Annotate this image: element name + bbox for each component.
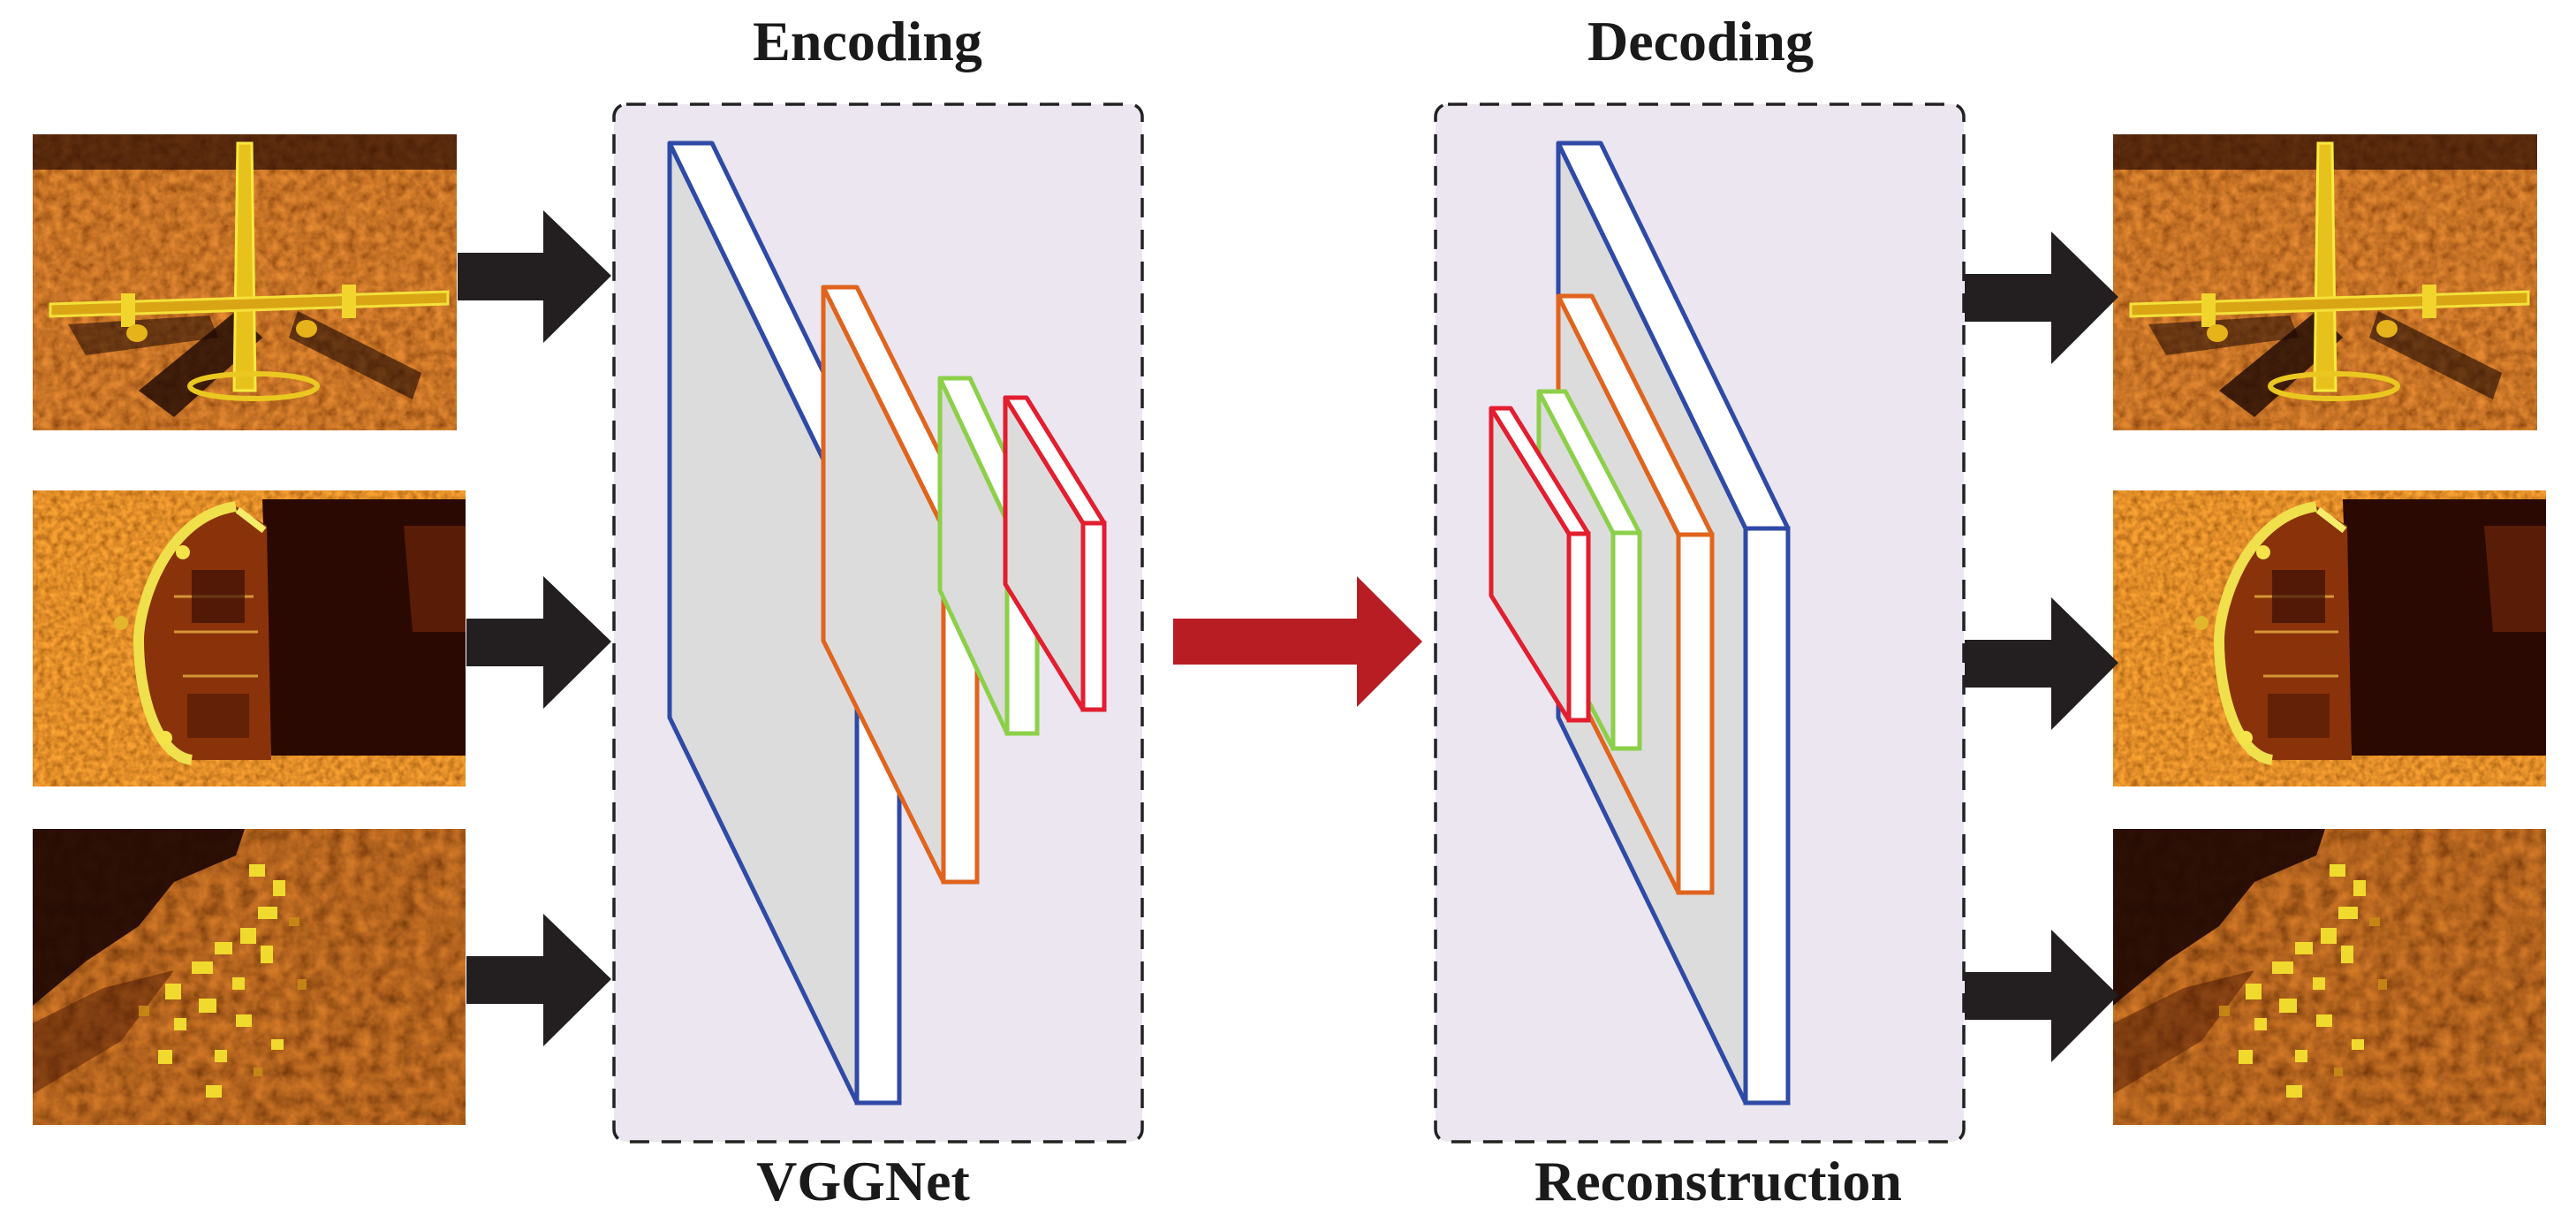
output-image-airplane [2113,134,2537,430]
decoder-layer-green-front [1610,530,1642,751]
decoder-name-label: Reconstruction [1534,1150,1902,1212]
latent-arrow [1173,576,1422,707]
decoder-layer-red [1489,406,1591,723]
encoding-title: Encoding [753,10,982,72]
input-arrow-3 [466,914,611,1046]
encoder-layer-stack [667,141,1107,1106]
encoder-name-label: VGGNet [756,1150,970,1212]
decoder-layer-stack [1489,141,1791,1106]
input-arrow-2 [466,576,611,709]
decoding-title: Decoding [1587,10,1814,72]
input-image-debris [33,829,466,1125]
input-image-ship [33,490,466,786]
output-arrow-1 [1965,232,2118,364]
output-arrow-3 [1965,930,2118,1062]
input-image-airplane [33,134,457,430]
decoder-layer-red-front [1566,531,1591,723]
encoder-layer-red [1003,395,1107,712]
output-image-debris [2113,829,2546,1125]
decoder-layer-orange-front [1676,532,1715,895]
input-arrow-1 [458,210,611,343]
decoder-layer-blue-front [1743,526,1791,1106]
output-arrow-2 [1965,597,2118,730]
encoder-layer-red-front [1080,521,1107,712]
output-image-ship [2113,490,2546,786]
